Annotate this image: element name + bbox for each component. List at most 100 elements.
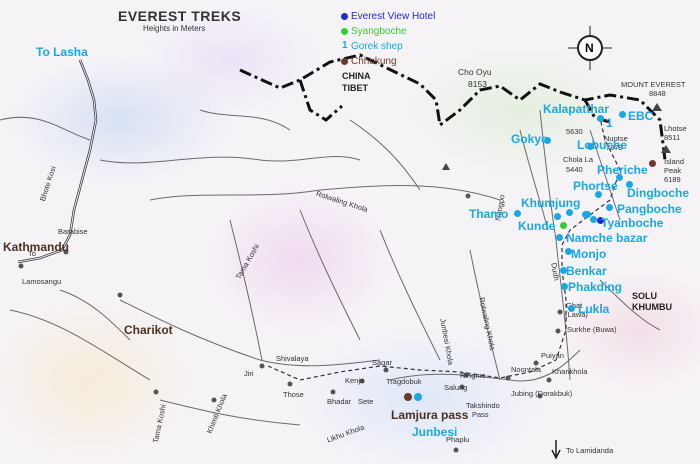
location-dot-icon	[554, 213, 561, 220]
peak-label: Lhotse	[664, 124, 687, 133]
location-dot-icon	[565, 248, 572, 255]
label-kathmandu: Kathmandu	[3, 240, 69, 254]
peak-height: 8511	[664, 133, 681, 142]
legend-dot-icon	[341, 28, 348, 35]
river-label: Dudh	[549, 262, 562, 282]
place-label: Lamosangu	[22, 277, 62, 286]
label-monjo: Monjo	[571, 247, 607, 261]
legend-label: Everest View Hotel	[351, 11, 436, 22]
label-khumjung: Khumjung	[521, 196, 581, 210]
location-dot-icon	[560, 267, 567, 274]
location-dot-icon	[626, 181, 633, 188]
place-label: Ringmo	[460, 371, 486, 380]
place-label: Barabise	[58, 227, 88, 236]
south-arrow	[551, 440, 561, 460]
label-pheriche: Pheriche	[597, 163, 648, 177]
place-label: Jubing (Dorakbuk)	[511, 389, 573, 398]
place-label: Puiyan	[541, 351, 564, 360]
pass-height: 5440	[566, 165, 583, 174]
label-lukla: Lukla	[578, 302, 610, 316]
region-label: KHUMBU	[632, 302, 672, 312]
label-lobuche: Lobuche	[577, 138, 627, 152]
place-label: Sete	[358, 397, 374, 406]
label-ebc: EBC	[628, 109, 654, 123]
label-charikot: Charikot	[124, 323, 173, 337]
label-namche-bazar: Namche bazar	[566, 231, 648, 245]
place-label: Phaplu	[446, 435, 470, 444]
compass-label: N	[585, 41, 594, 55]
peak-label: Cho Oyu	[458, 67, 492, 77]
legend-label: Gorek shep	[351, 41, 403, 52]
peak-label: Island	[664, 157, 685, 166]
location-dot-icon	[544, 137, 551, 144]
location-dot-icon	[616, 174, 623, 181]
legend-dot-icon	[341, 58, 348, 65]
peak-height: 7879	[606, 143, 623, 152]
everest-view-hotel-dot-icon	[597, 217, 604, 224]
peak-label: MOUNT EVEREST	[621, 80, 686, 89]
label-phortse: Phortse	[573, 179, 618, 193]
pass-label: Chola La	[563, 155, 594, 164]
location-dot-icon	[606, 204, 613, 211]
border-line-3	[583, 99, 611, 124]
location-dot-icon	[595, 191, 602, 198]
map-subtitle: Heights in Meters	[143, 24, 206, 33]
label-tyanboche: Tyanboche	[601, 216, 664, 230]
label-benkar: Benkar	[566, 264, 607, 278]
lamjura-dot-icon	[404, 393, 412, 401]
place-label: To Lamidanda	[566, 446, 614, 455]
peak-height: 6189	[664, 175, 681, 184]
place-label: Noontala	[511, 365, 542, 374]
peak-label: Peak	[664, 166, 682, 175]
location-dot-icon	[568, 305, 575, 312]
place-label: Surkhe (Buwa)	[567, 325, 617, 334]
location-dot-icon	[590, 216, 597, 223]
place-label: Kharikhola	[552, 367, 588, 376]
legend-label: Syangboche	[351, 26, 407, 37]
map-title: EVEREST TREKS	[118, 8, 242, 24]
label-gokyo: Gokyo	[511, 132, 549, 146]
location-dot-icon	[587, 143, 594, 150]
place-label: Sagar	[372, 358, 393, 367]
place-label: Shivalaya	[276, 354, 309, 363]
place-label: Salung	[444, 383, 468, 392]
compass-icon	[568, 26, 612, 70]
peak-height: 8848	[649, 89, 666, 98]
place-label: Tragdobuk	[386, 377, 422, 386]
location-dot-icon	[561, 283, 568, 290]
chhukung-dot-icon	[649, 160, 656, 167]
road-lasha-inner	[17, 59, 97, 263]
location-dot-icon	[556, 234, 563, 241]
syangboche-dot-icon	[560, 222, 567, 229]
place-label: Takshindo	[466, 401, 500, 410]
peak-height: 8153	[468, 79, 487, 89]
location-dot-icon	[619, 111, 626, 118]
place-label: Bhadar	[327, 397, 352, 406]
country-label-china: CHINA	[342, 71, 371, 81]
place-label: Kenja	[345, 376, 365, 385]
region-label: SOLU	[632, 291, 658, 301]
legend-dot-icon	[341, 13, 348, 20]
border-line-2	[298, 79, 343, 122]
label-gorek-marker: 1	[606, 116, 613, 130]
label-kunde: Kunde	[518, 219, 556, 233]
label-to-lasha: To Lasha	[36, 45, 88, 59]
label-thamo: Thamo	[469, 207, 509, 221]
label-kalapatthar: Kalapatthar	[543, 102, 610, 116]
place-label: Pass	[472, 410, 489, 419]
place-label: Jiri	[244, 369, 254, 378]
border-line	[239, 53, 667, 161]
country-label-tibet: TIBET	[342, 83, 368, 93]
peak-label: Nuptse	[604, 134, 628, 143]
label-junbesi: Junbesi	[412, 425, 458, 439]
place-label: (Lawa)	[565, 310, 588, 319]
location-dot-icon	[514, 210, 521, 217]
label-dingboche: Dingboche	[627, 186, 689, 200]
trek-route	[267, 117, 621, 381]
place-label: Those	[283, 390, 304, 399]
legend-marker: 1	[342, 40, 348, 51]
legend-label: Chhukung	[351, 56, 397, 67]
location-dot-icon	[566, 209, 573, 216]
